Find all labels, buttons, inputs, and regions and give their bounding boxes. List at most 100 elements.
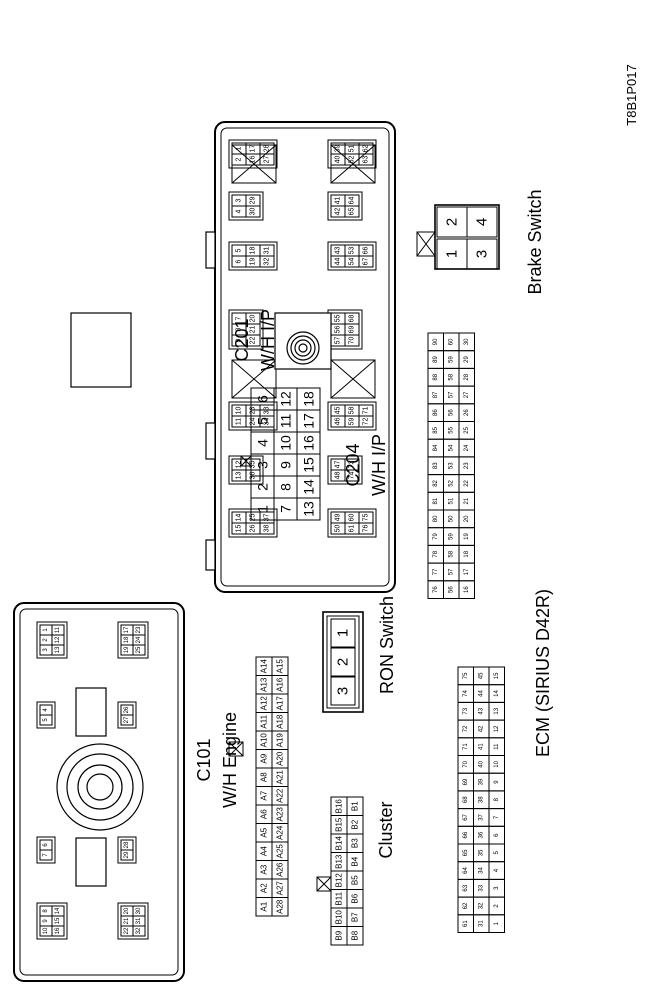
c201-pin: 4 — [236, 209, 243, 213]
c201-pin: 15 — [236, 525, 243, 533]
c201-pin: 49 — [335, 514, 342, 522]
ecm-pin: 4 — [494, 868, 500, 872]
c204-pin: 6 — [255, 395, 271, 403]
ecm-pin: 79 — [433, 533, 439, 540]
cluster-pin: A12 — [260, 696, 269, 711]
c201-pin-group — [228, 139, 278, 169]
brake-switch-pin-cell — [466, 206, 498, 238]
c201-pin-group — [228, 241, 278, 271]
ecm-pin: 32 — [478, 902, 484, 909]
cluster-pin: A28 — [276, 899, 285, 914]
cluster-pin: A6 — [260, 809, 269, 819]
c201-pin: 42 — [335, 208, 342, 216]
c201-pin: 29 — [250, 197, 257, 205]
ron-switch-inner — [326, 615, 360, 709]
cluster-pin: A21 — [276, 770, 285, 785]
ecm-pin: 66 — [463, 831, 469, 838]
c201-pin: 22 — [250, 337, 257, 345]
c201-pin: 51 — [349, 145, 356, 153]
brake-switch-title: Brake Switch — [525, 189, 545, 294]
c201-pin-cell — [245, 334, 261, 347]
ecm-pin: 40 — [478, 760, 484, 767]
cluster-pin: A4 — [260, 846, 269, 856]
ecm-pin: 24 — [464, 444, 470, 451]
ecm-pin: 85 — [433, 426, 439, 433]
ecm-pin: 57 — [448, 391, 454, 398]
c201-pin: 21 — [250, 326, 257, 334]
c101-pin-cell — [132, 644, 146, 656]
c201-pin: 75 — [363, 514, 370, 522]
c101-pin: 23 — [136, 626, 142, 633]
c201-pin-cell — [259, 153, 275, 166]
cluster-pin: B3 — [351, 838, 360, 848]
cluster-pin: A27 — [276, 881, 285, 896]
c101-pin: 5 — [43, 718, 49, 722]
cluster-pin: A22 — [276, 788, 285, 803]
cluster-pin: A16 — [276, 677, 285, 692]
c201-pin: 69 — [349, 326, 356, 334]
c201-pin-cell — [358, 255, 374, 268]
c201-pin: 18 — [250, 247, 257, 255]
ecm-pin: 27 — [464, 391, 470, 398]
brake-switch-pin-cell — [466, 238, 498, 270]
cluster-pin: B16 — [335, 799, 344, 814]
c201-pin: 11 — [236, 418, 243, 425]
c201-pin: 13 — [236, 472, 243, 480]
c201-pin: 31 — [264, 247, 271, 255]
ecm-pin: 50 — [448, 515, 454, 522]
brake-switch-pin: 1 — [444, 250, 461, 258]
ecm-pin: 28 — [464, 373, 470, 380]
c201-latch-middle — [205, 422, 216, 460]
ecm-pin: 43 — [478, 707, 484, 714]
c101-key-mark — [228, 741, 244, 757]
ecm-pin: 68 — [463, 796, 469, 803]
c201-pin: 32 — [264, 258, 271, 266]
c201-pin: 38 — [264, 525, 271, 533]
c204-pin: 5 — [255, 417, 271, 425]
c101-pin-cell — [120, 849, 134, 861]
ecm-pin: 10 — [494, 760, 500, 767]
c201-pin: 41 — [335, 197, 342, 205]
c201-pin: 45 — [335, 407, 342, 415]
ecm-pin: 39 — [478, 778, 484, 785]
c101-pin-cell — [120, 714, 134, 726]
cluster-pin-cell — [346, 926, 364, 946]
c201-pin-group — [327, 191, 363, 221]
ron-switch-pin: 1 — [335, 629, 352, 637]
c101-pin: 6 — [43, 843, 49, 847]
c201-pin: 50 — [335, 525, 342, 533]
c204-pin: 2 — [255, 483, 271, 491]
ecm-pin: 44 — [478, 690, 484, 697]
c201-pin: 74 — [349, 472, 356, 480]
c101-pin: 27 — [124, 716, 130, 723]
cluster-pin: A18 — [276, 714, 285, 729]
ecm-pin: 12 — [494, 725, 500, 732]
ecm-pin: 57 — [448, 568, 454, 575]
ecm-pin: 18 — [464, 550, 470, 557]
cluster-pin: B12 — [335, 873, 344, 888]
c201-pin-cell — [358, 522, 374, 535]
c101-pin: 26 — [124, 706, 130, 713]
c201-pin-group — [228, 455, 264, 485]
c101-pin: 32 — [136, 927, 142, 934]
c101-pin: 4 — [43, 708, 49, 712]
cluster-pin: A19 — [276, 733, 285, 748]
ecm-pin: 64 — [463, 867, 469, 874]
brake-switch-pin: 3 — [474, 250, 491, 258]
c201-pin: 26 — [250, 525, 257, 533]
c204-pin: 13 — [301, 501, 317, 517]
brake-switch-key-mark — [416, 231, 436, 257]
ecm-pin: 62 — [463, 902, 469, 909]
c201-pin: 62 — [363, 145, 370, 153]
ecm-pin: 19 — [464, 533, 470, 540]
c201-pin: 47 — [335, 461, 342, 469]
c201-pin: 46 — [335, 418, 342, 426]
ecm-pin: 76 — [433, 586, 439, 593]
c201-pin: 5 — [236, 248, 243, 252]
c101-pin-group — [36, 621, 68, 659]
ecm-pin: 77 — [433, 568, 439, 575]
c201-pin-group — [327, 401, 377, 431]
c201-pin: 3 — [236, 198, 243, 202]
ecm-pin: 65 — [463, 849, 469, 856]
c201-pin-cell — [344, 469, 360, 482]
